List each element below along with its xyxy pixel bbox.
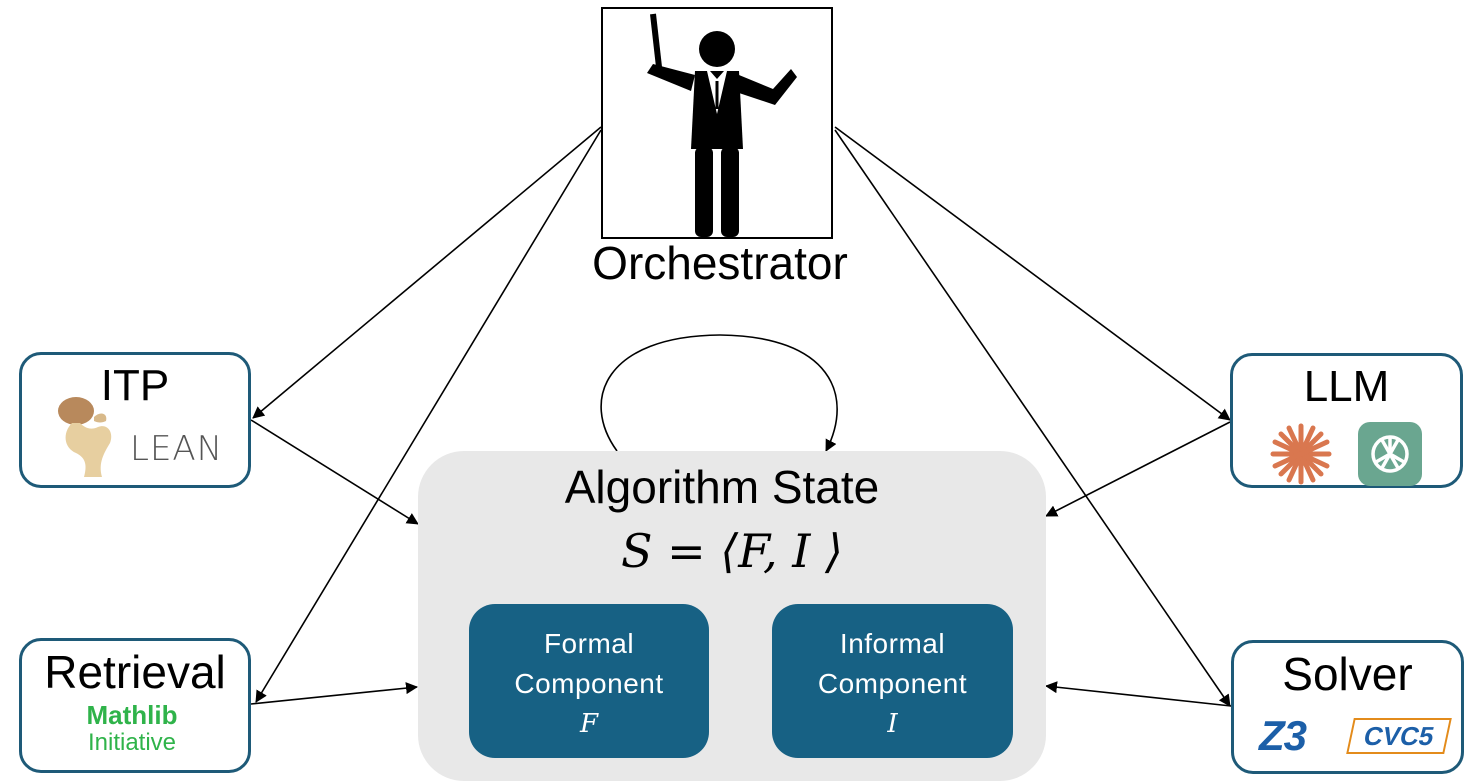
orchestrator-box — [601, 7, 833, 239]
arrow-retrieval-to-state — [250, 682, 418, 705]
itp-module: ITP LEAN — [19, 352, 251, 488]
z3-logo: Z3 — [1259, 712, 1307, 759]
rooster-icon — [58, 397, 112, 477]
mathlib-logo-line2: Initiative — [87, 729, 177, 756]
informal-component-line2: Component — [817, 668, 968, 699]
formal-component-line2: Component — [514, 668, 664, 699]
lean-logo: LEAN — [130, 429, 224, 469]
retrieval-module: Retrieval — [19, 638, 251, 773]
arrow-orchestrator-to-llm — [834, 126, 1231, 421]
arrow-llm-to-state — [1045, 421, 1231, 517]
solver-module: Solver — [1231, 640, 1464, 774]
formal-component-line1: Formal — [543, 628, 635, 659]
informal-component: Informal Component I — [772, 604, 1013, 758]
arrow-orchestrator-to-retrieval — [255, 129, 602, 703]
informal-component-symbol: I — [887, 709, 898, 739]
arrow-orchestrator-to-itp — [252, 126, 602, 419]
itp-title: ITP — [100, 361, 170, 410]
cvc5-logo: CVC5 — [1346, 718, 1452, 754]
self-loop-arrow — [600, 334, 838, 452]
conductor-icon — [647, 13, 797, 237]
orchestrator-label: Orchestrator — [592, 237, 848, 289]
informal-component-line1: Informal — [839, 628, 946, 659]
arrow-itp-to-state — [250, 419, 419, 525]
formal-component: Formal Component F — [469, 604, 709, 758]
llm-title: LLM — [1303, 362, 1390, 411]
mathlib-logo-line1: Mathlib — [86, 700, 178, 730]
solver-title: Solver — [1282, 648, 1413, 700]
anthropic-icon — [1270, 423, 1332, 485]
llm-module: LLM — [1230, 353, 1463, 488]
formal-component-symbol: F — [579, 709, 599, 739]
retrieval-title: Retrieval — [44, 646, 226, 698]
state-formula: S = ⟨F, I ⟩ — [621, 524, 843, 578]
algorithm-state-title: Algorithm State — [564, 461, 880, 513]
arrow-orchestrator-to-solver — [834, 129, 1231, 707]
openai-icon — [1358, 422, 1422, 486]
arrow-solver-to-state — [1045, 681, 1232, 707]
